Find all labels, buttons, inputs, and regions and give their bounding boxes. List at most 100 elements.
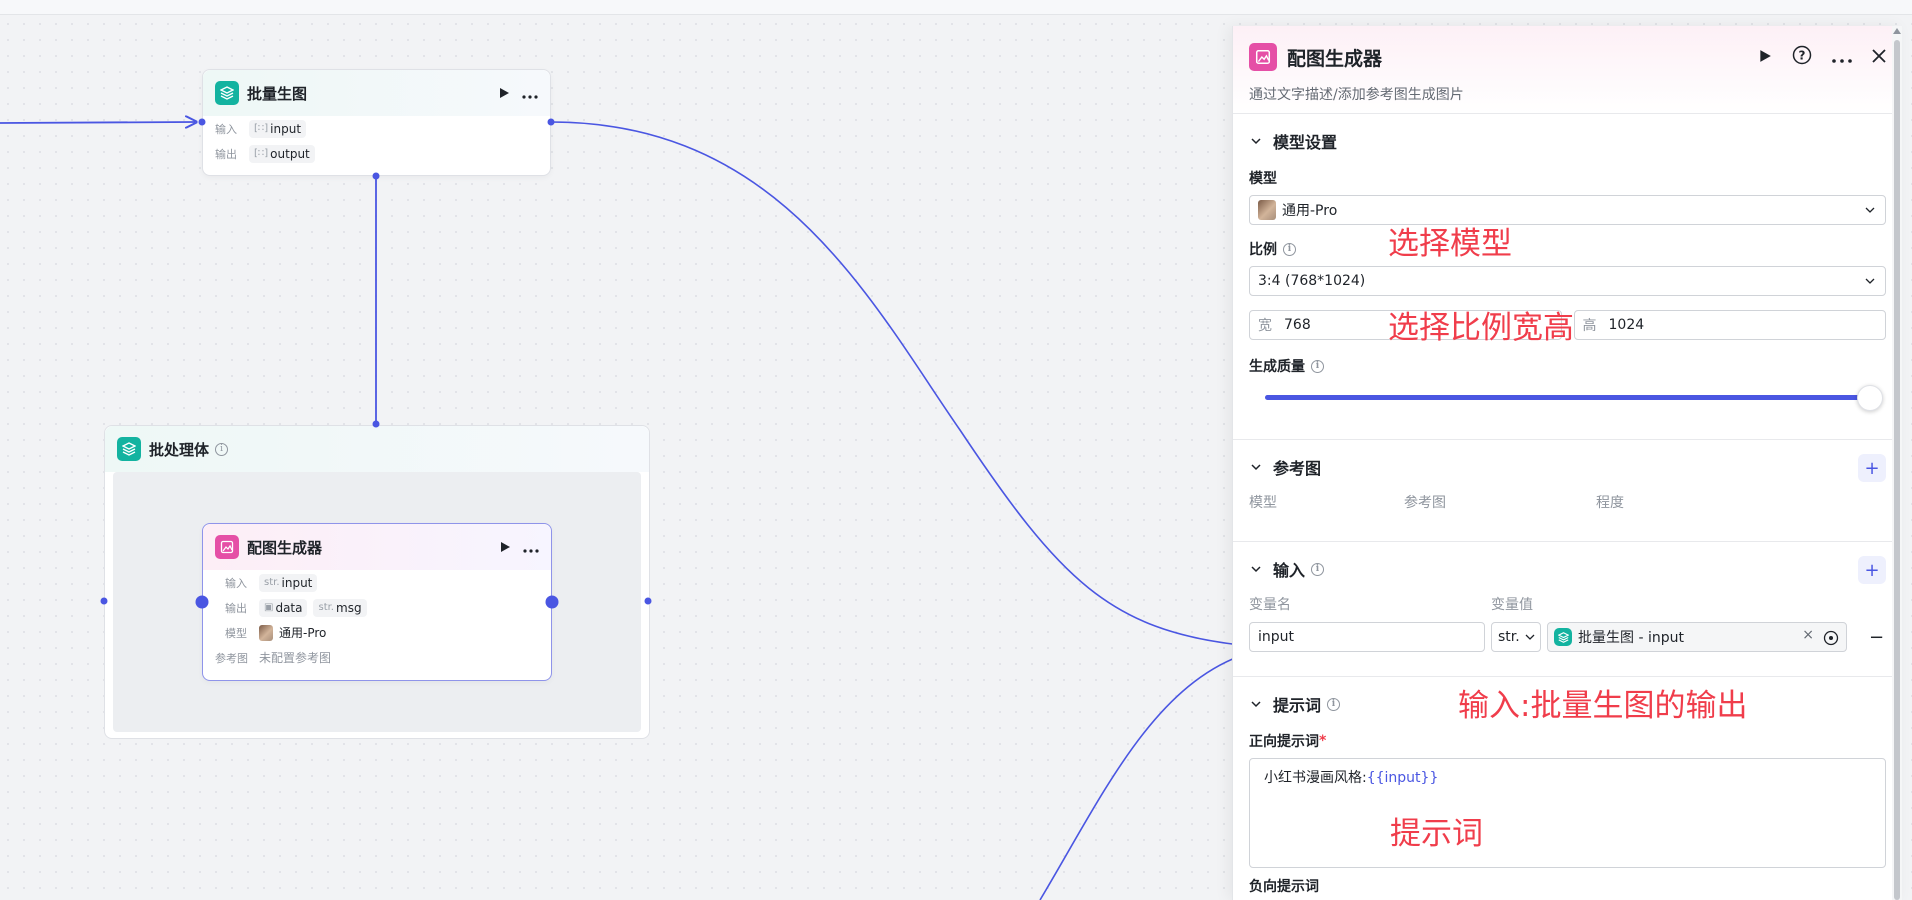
group-header[interactable]: 批处理体 i xyxy=(105,426,649,472)
slider-thumb[interactable] xyxy=(1857,385,1883,411)
model-settings-section: 模型设置 模型 通用-Pro 比例 i 3:4 (768*1024) 宽 768… xyxy=(1233,114,1902,440)
more-dots-icon[interactable] xyxy=(522,84,538,103)
scroll-up-arrow[interactable] xyxy=(1893,28,1901,34)
variable-name-input[interactable]: input xyxy=(1249,622,1485,652)
input-header[interactable]: 输入 i xyxy=(1249,542,1886,596)
port-group-out[interactable] xyxy=(644,597,652,605)
close-icon[interactable] xyxy=(1872,48,1886,67)
batch-input-row: 输入 [∷]input xyxy=(203,116,550,141)
play-icon[interactable] xyxy=(1758,48,1772,67)
model-label: 模型 xyxy=(1249,171,1277,187)
info-icon[interactable]: i xyxy=(1283,242,1296,256)
quality-label-row: 生成质量 i xyxy=(1249,356,1886,376)
batch-node-title: 批量生图 xyxy=(247,84,308,103)
variable-reference-field[interactable]: 批量生图 - input × xyxy=(1547,622,1847,652)
batch-output-tag[interactable]: [∷]output xyxy=(249,144,315,163)
port-batch-out[interactable] xyxy=(547,118,555,126)
height-input[interactable]: 高 1024 xyxy=(1573,310,1886,340)
port-group-in[interactable] xyxy=(100,597,108,605)
height-value: 1024 xyxy=(1608,317,1645,333)
chevron-down-icon xyxy=(1251,464,1261,471)
chevron-down-icon xyxy=(1525,634,1535,640)
reference-image-title: 参考图 xyxy=(1273,459,1322,478)
positive-prompt-variable: {{input}} xyxy=(1366,770,1439,786)
help-icon[interactable]: ? xyxy=(1792,45,1812,69)
panel-scrollbar[interactable] xyxy=(1892,26,1902,900)
annotation-select-ratio: 选择比例宽高 xyxy=(1388,310,1574,346)
add-reference-button[interactable]: + xyxy=(1858,454,1886,482)
imagegen-output-msg-tag[interactable]: str.msg xyxy=(313,598,367,617)
quality-slider[interactable] xyxy=(1265,383,1883,413)
scrollbar-thumb[interactable] xyxy=(1894,40,1900,900)
play-icon[interactable] xyxy=(498,84,510,103)
size-inputs-row: 宽 768 高 1024 xyxy=(1249,310,1886,340)
port-batch-bottom[interactable] xyxy=(372,172,380,180)
ref-col-model: 模型 xyxy=(1249,495,1277,511)
variable-type-select[interactable]: str. xyxy=(1491,622,1541,652)
reference-image-header[interactable]: 参考图 xyxy=(1249,440,1886,494)
plus-icon: + xyxy=(1864,457,1880,479)
batch-output-row: 输出 [∷]output xyxy=(203,141,550,166)
clear-reference-icon[interactable]: × xyxy=(1802,627,1814,643)
variable-type-value: str. xyxy=(1498,629,1520,645)
imagegen-input-tag[interactable]: str.input xyxy=(259,573,318,592)
width-input[interactable]: 宽 768 xyxy=(1249,310,1562,340)
more-dots-icon[interactable] xyxy=(523,538,539,557)
chevron-down-icon xyxy=(1251,701,1261,708)
image-generator-node[interactable]: 配图生成器 输入 str.input 输出 ▣data str.msg 模型 通… xyxy=(202,523,552,681)
play-icon[interactable] xyxy=(499,538,511,557)
wire-left-to-batch[interactable] xyxy=(0,122,195,123)
imagegen-model-label: 模型 xyxy=(225,626,247,640)
info-icon[interactable]: i xyxy=(1311,562,1325,576)
more-dots-icon[interactable] xyxy=(1832,48,1852,67)
imagegen-output-data-tag[interactable]: ▣data xyxy=(259,598,308,617)
port-imagegen-out[interactable] xyxy=(545,595,559,609)
annotation-input-note: 输入:批量生图的输出 xyxy=(1458,688,1748,724)
type-prefix: str. xyxy=(318,602,334,613)
add-input-button[interactable]: + xyxy=(1858,556,1886,584)
batch-input-tag[interactable]: [∷]input xyxy=(249,119,307,138)
reference-columns: 模型 参考图 程度 xyxy=(1249,492,1886,512)
imagegen-node-header[interactable]: 配图生成器 xyxy=(203,524,551,570)
imagegen-input-label: 输入 xyxy=(225,576,247,590)
info-icon[interactable]: i xyxy=(1327,697,1341,711)
layers-icon xyxy=(1554,628,1572,646)
batch-input-label: 输入 xyxy=(215,122,237,136)
image-type-icon: ▣ xyxy=(264,602,274,613)
variable-reference-value: 批量生图 - input xyxy=(1578,630,1684,646)
imagegen-output-label: 输出 xyxy=(225,601,247,615)
ratio-label-row: 比例 i xyxy=(1249,239,1886,259)
model-settings-title: 模型设置 xyxy=(1273,133,1338,152)
batch-input-value: input xyxy=(270,121,302,136)
image-icon xyxy=(215,535,239,559)
batch-node-header[interactable]: 批量生图 xyxy=(203,70,550,116)
model-thumbnail xyxy=(1258,200,1276,220)
port-group-top[interactable] xyxy=(372,420,380,428)
wire-batch-to-panel[interactable] xyxy=(550,121,1241,646)
negative-prompt-label: 负向提示词 xyxy=(1249,879,1319,895)
svg-text:?: ? xyxy=(1799,49,1806,63)
panel-header: 配图生成器 ? 通过文字描述/添加参考图生成图片 xyxy=(1233,26,1902,114)
model-select[interactable]: 通用-Pro xyxy=(1249,195,1886,225)
wire-bottom-to-panel[interactable] xyxy=(1039,655,1241,900)
top-bar xyxy=(0,0,1912,15)
chevron-down-icon xyxy=(1251,566,1261,573)
width-value: 768 xyxy=(1284,317,1311,333)
minus-icon[interactable]: − xyxy=(1869,626,1885,648)
info-icon[interactable]: i xyxy=(1311,359,1324,373)
model-settings-header[interactable]: 模型设置 xyxy=(1249,114,1886,168)
prompt-header[interactable]: 提示词 i xyxy=(1249,677,1886,731)
ratio-select[interactable]: 3:4 (768*1024) xyxy=(1249,266,1886,296)
port-batch-in[interactable] xyxy=(198,118,206,126)
prompt-title: 提示词 xyxy=(1273,696,1322,715)
positive-prompt-textarea[interactable]: 小红书漫画风格:{{input}} xyxy=(1249,758,1886,868)
positive-prompt-text: 小红书漫画风格: xyxy=(1264,770,1367,786)
port-imagegen-in[interactable] xyxy=(195,595,209,609)
imagegen-input-row: 输入 str.input xyxy=(203,570,551,595)
annotation-prompt-note: 提示词 xyxy=(1390,816,1483,852)
input-title: 输入 xyxy=(1273,561,1306,580)
variable-settings-icon[interactable] xyxy=(1823,630,1839,646)
batch-image-node[interactable]: 批量生图 输入 [∷]input 输出 [∷]output xyxy=(202,69,551,176)
info-icon[interactable]: i xyxy=(215,442,229,456)
